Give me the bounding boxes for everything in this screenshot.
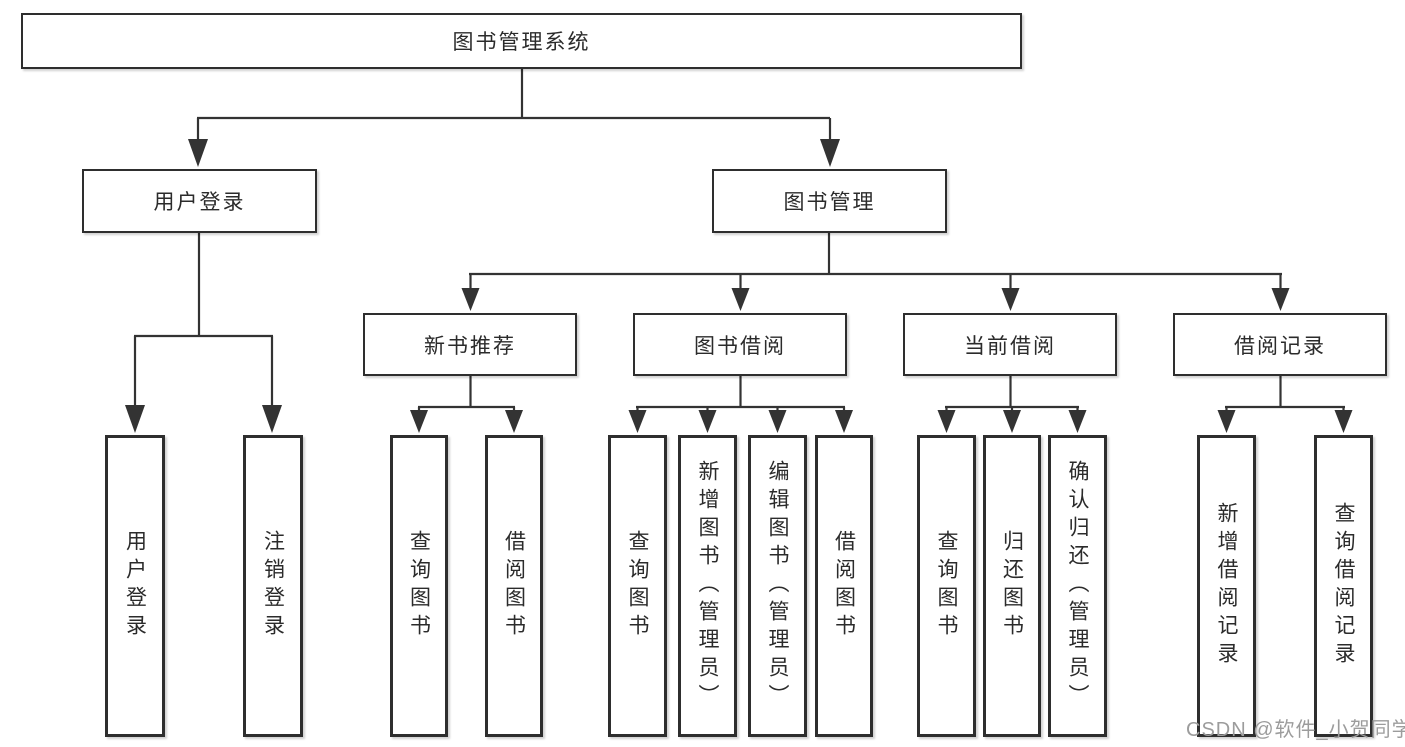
- leaf-label: 借阅图书: [502, 530, 526, 642]
- node-borrow-records: 借阅记录: [1173, 313, 1387, 376]
- leaf-label: 借阅图书: [832, 530, 856, 642]
- leaf-label: 确认归还（管理员）: [1066, 460, 1090, 712]
- node-leaf-borrow-books-2: 借阅图书: [815, 435, 873, 737]
- node-leaf-borrow-books-1: 借阅图书: [485, 435, 543, 737]
- node-leaf-query-borrow-record: 查询借阅记录: [1314, 435, 1373, 737]
- node-root: 图书管理系统: [21, 13, 1022, 69]
- node-book-borrow: 图书借阅: [633, 313, 847, 376]
- node-leaf-return-book: 归还图书: [983, 435, 1041, 737]
- leaf-label: 查询图书: [626, 530, 650, 642]
- leaf-label: 新增图书（管理员）: [696, 460, 720, 712]
- node-leaf-query-books-2: 查询图书: [608, 435, 667, 737]
- node-leaf-query-books-1: 查询图书: [390, 435, 448, 737]
- leaf-label: 用户登录: [123, 530, 147, 642]
- node-user-login: 用户登录: [82, 169, 317, 233]
- node-leaf-add-book-admin: 新增图书（管理员）: [678, 435, 737, 737]
- node-book-management: 图书管理: [712, 169, 947, 233]
- watermark: CSDN @软件_小贺同学: [1186, 719, 1405, 741]
- node-leaf-confirm-return-admin: 确认归还（管理员）: [1048, 435, 1107, 737]
- node-leaf-user-login: 用户登录: [105, 435, 165, 737]
- node-current-borrow: 当前借阅: [903, 313, 1117, 376]
- leaf-label: 编辑图书（管理员）: [766, 460, 790, 712]
- leaf-label: 查询借阅记录: [1332, 502, 1356, 670]
- node-leaf-add-borrow-record: 新增借阅记录: [1197, 435, 1256, 737]
- node-leaf-edit-book-admin: 编辑图书（管理员）: [748, 435, 807, 737]
- leaf-label: 归还图书: [1000, 530, 1024, 642]
- leaf-label: 查询图书: [407, 530, 431, 642]
- node-leaf-logout: 注销登录: [243, 435, 303, 737]
- leaf-label: 新增借阅记录: [1215, 502, 1239, 670]
- leaf-label: 注销登录: [261, 530, 285, 642]
- node-new-book-recommend: 新书推荐: [363, 313, 577, 376]
- node-leaf-query-books-3: 查询图书: [917, 435, 976, 737]
- leaf-label: 查询图书: [935, 530, 959, 642]
